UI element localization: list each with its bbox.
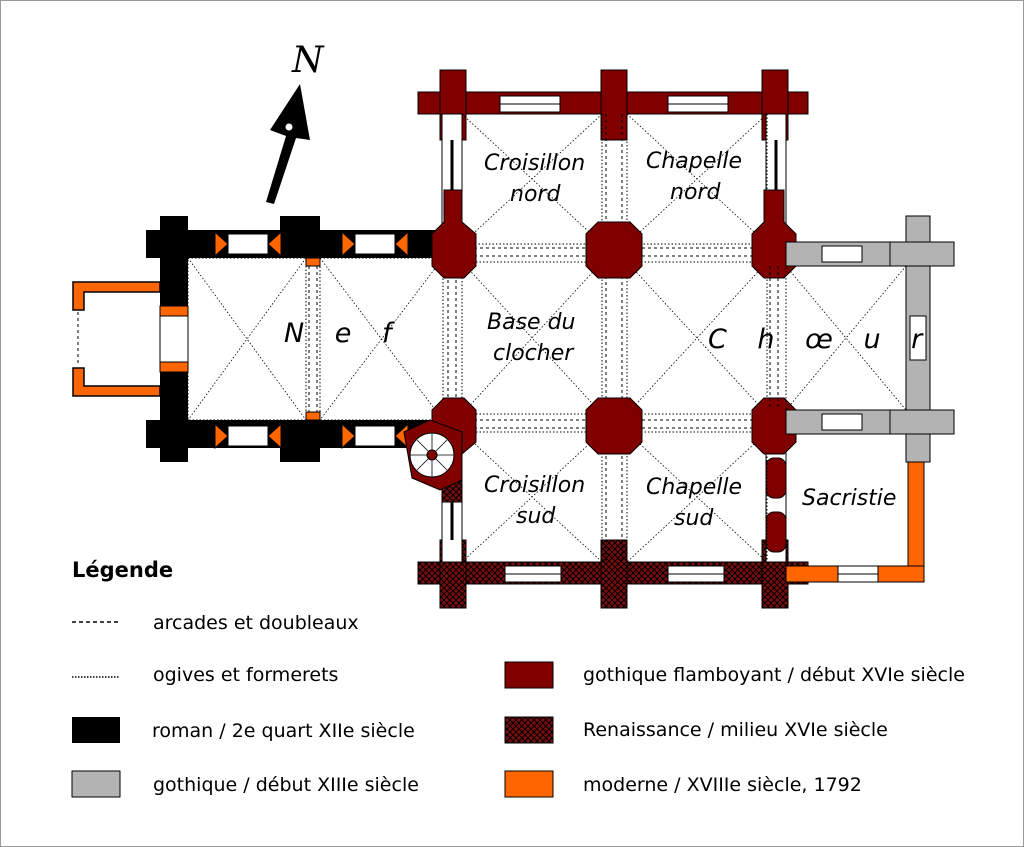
room-labels: N e f Croisillon nord Chapelle nord Base… — [284, 149, 933, 531]
legend-renaissance: Renaissance / milieu XVIe siècle — [583, 719, 888, 741]
label-chapelle-sud-2: sud — [674, 506, 714, 531]
transept — [403, 69, 809, 609]
north-arrow-icon: N — [266, 40, 325, 204]
label-base-2: clocher — [493, 341, 575, 366]
label-chapelle-sud-1: Chapelle — [646, 475, 742, 500]
label-base-1: Base du — [487, 310, 575, 335]
label-croisillon-sud-2: sud — [516, 504, 556, 529]
legend-title: Légende — [72, 558, 173, 582]
label-sacristie: Sacristie — [802, 486, 896, 511]
legend-flamboyant: gothique flamboyant / début XVIe siècle — [583, 664, 965, 686]
label-croisillon-nord-1: Croisillon — [484, 151, 585, 176]
legend-arcades: arcades et doubleaux — [153, 612, 359, 634]
legend: Légende arcades et doubleaux ogives et f… — [71, 558, 965, 798]
label-chapelle-nord-2: nord — [670, 180, 721, 205]
legend-moderne-swatch — [504, 770, 554, 798]
north-label: N — [291, 40, 325, 81]
legend-ogives: ogives et formerets — [153, 664, 338, 686]
legend-gothique-swatch — [71, 770, 121, 798]
legend-moderne: moderne / XVIIIe siècle, 1792 — [583, 774, 862, 796]
legend-gothique: gothique / début XIIIe siècle — [153, 774, 419, 796]
label-nef: N e f — [284, 318, 402, 349]
choir — [769, 215, 955, 463]
nave — [72, 216, 444, 462]
legend-roman-swatch — [72, 717, 120, 743]
label-choeur: C h œ u r — [708, 324, 933, 355]
sacristy — [785, 461, 925, 583]
label-croisillon-sud-1: Croisillon — [484, 473, 585, 498]
legend-roman: roman / 2e quart XIIe siècle — [152, 720, 415, 742]
legend-flamboyant-swatch — [504, 661, 554, 689]
label-chapelle-nord-1: Chapelle — [646, 149, 742, 174]
legend-renaissance-swatch — [504, 716, 554, 744]
label-croisillon-nord-2: nord — [510, 182, 561, 207]
